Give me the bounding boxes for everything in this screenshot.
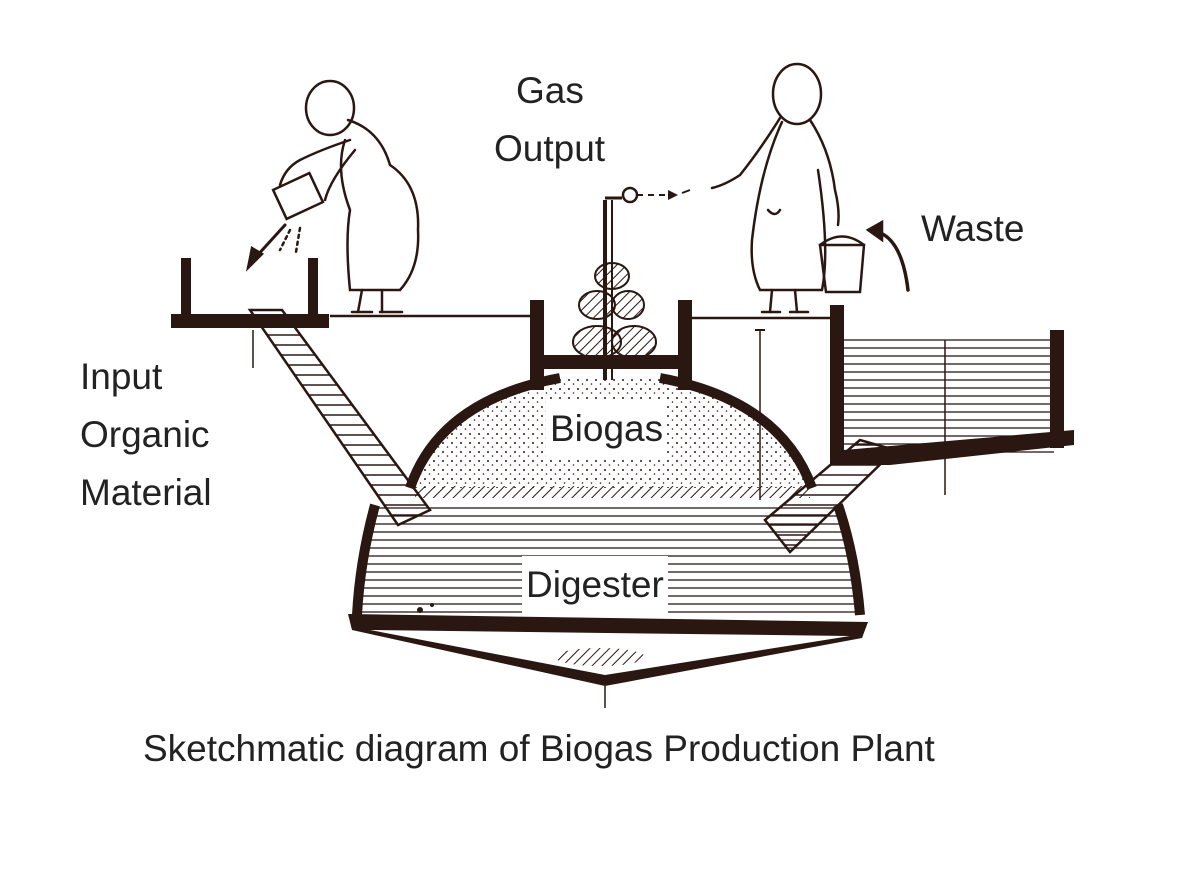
- input-label-line1: Input: [80, 356, 163, 397]
- outlet-tank: [830, 305, 1074, 495]
- diagram-caption: Sketchmatic diagram of Biogas Production…: [143, 728, 935, 769]
- input-label-line2: Organic: [80, 414, 210, 455]
- inlet-pipe: [247, 308, 432, 527]
- digester-label: Digester: [522, 556, 668, 614]
- gas-output-label-line1: Gas: [516, 70, 584, 111]
- woman-bucket-icon: [710, 62, 910, 314]
- ground-line: [330, 314, 835, 320]
- waste-label: Waste: [921, 208, 1025, 249]
- gas-output-label-line2: Output: [494, 128, 606, 169]
- digester-tank: [348, 503, 868, 708]
- gas-pipe: [603, 186, 691, 380]
- woman-pouring-icon: [245, 79, 420, 314]
- biogas-label: Biogas: [546, 400, 668, 458]
- input-label-line3: Material: [80, 472, 212, 513]
